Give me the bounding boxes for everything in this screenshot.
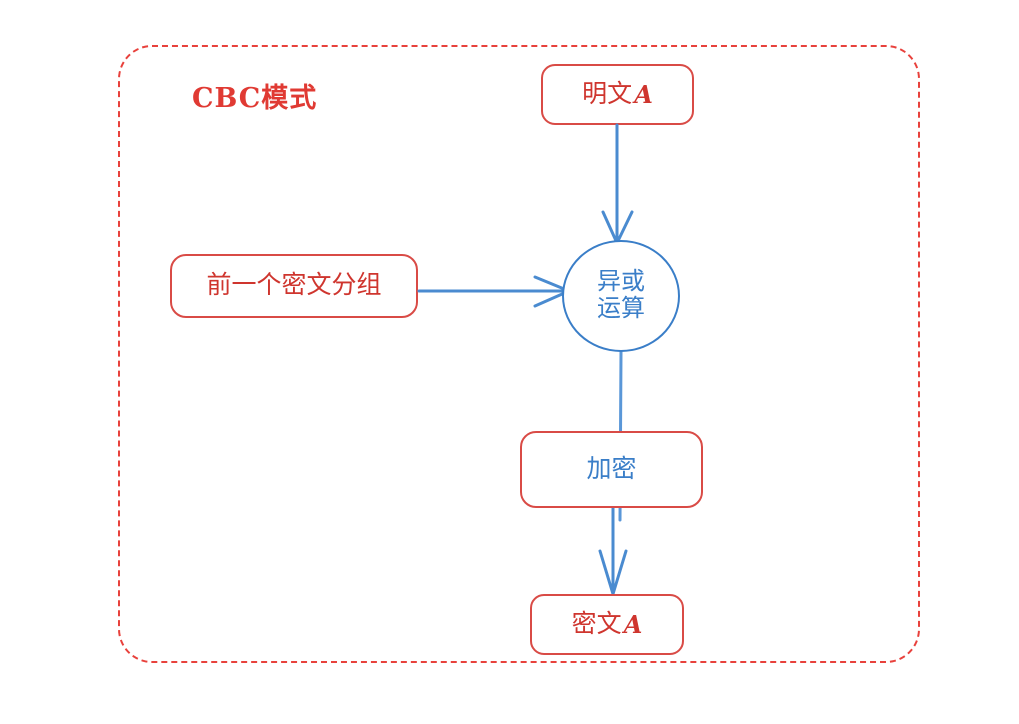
node-encrypt-label: 加密 — [586, 454, 637, 483]
node-previous-cipher-block-label: 前一个密文分组 — [206, 271, 382, 300]
node-plaintext-suffix: A — [634, 79, 653, 109]
node-plaintext-label: 明文 — [582, 79, 633, 108]
node-xor-operation[interactable]: 异或 运算 — [562, 240, 680, 352]
node-ciphertext-suffix: A — [623, 609, 643, 639]
node-xor-line1: 异或 — [597, 268, 645, 296]
diagram-title: CBC模式 — [192, 83, 318, 114]
cbc-mode-group-frame — [118, 45, 920, 663]
node-previous-cipher-block[interactable]: 前一个密文分组 — [170, 254, 418, 318]
node-xor-line2: 运算 — [597, 295, 645, 322]
node-encrypt[interactable]: 加密 — [520, 431, 703, 508]
node-ciphertext-label: 密文 — [571, 609, 622, 638]
